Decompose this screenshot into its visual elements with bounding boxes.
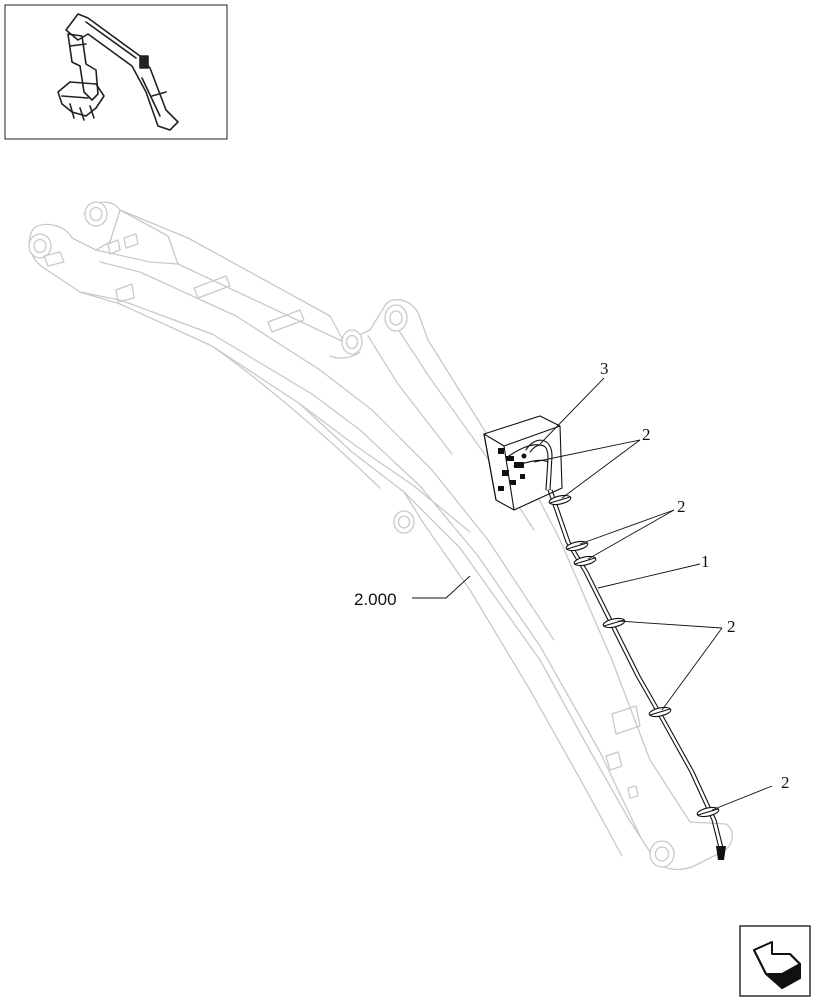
pin-boss-upper-right <box>384 304 408 332</box>
return-arrow-icon <box>753 941 801 989</box>
excavator-overview-icon <box>57 13 179 131</box>
pin-boss-mid <box>341 329 363 355</box>
cable-clamp-2[interactable] <box>565 540 589 552</box>
cable-clamp-3[interactable] <box>573 555 597 567</box>
callout-box: 3 <box>600 359 609 378</box>
cable-clamp-5[interactable] <box>648 706 672 718</box>
pin-boss-top <box>84 201 108 227</box>
callout-clamp-a: 2 <box>642 425 651 444</box>
cable-end-connector <box>716 846 726 860</box>
boom-assembly <box>28 201 733 871</box>
callout-clamp-c: 2 <box>727 617 736 636</box>
cable-clamp-4[interactable] <box>602 617 626 629</box>
cable-harness[interactable] <box>547 489 726 860</box>
callout-clamp-d: 2 <box>781 773 790 792</box>
callout-cable: 1 <box>701 552 710 571</box>
junction-box[interactable] <box>483 415 563 511</box>
return-button[interactable] <box>739 925 811 997</box>
cable-clamp-1[interactable] <box>548 494 572 506</box>
box-connectors <box>498 444 549 491</box>
pin-boss-left <box>28 233 52 259</box>
pin-boss-tip <box>649 840 675 868</box>
thumbnail-frame[interactable] <box>4 4 228 140</box>
pin-boss-lower <box>393 510 415 534</box>
callout-clamp-b: 2 <box>677 497 686 516</box>
leader-lines <box>412 377 773 811</box>
cable-clamp-6[interactable] <box>696 806 720 818</box>
reference-label[interactable]: 2.000 <box>354 590 397 609</box>
